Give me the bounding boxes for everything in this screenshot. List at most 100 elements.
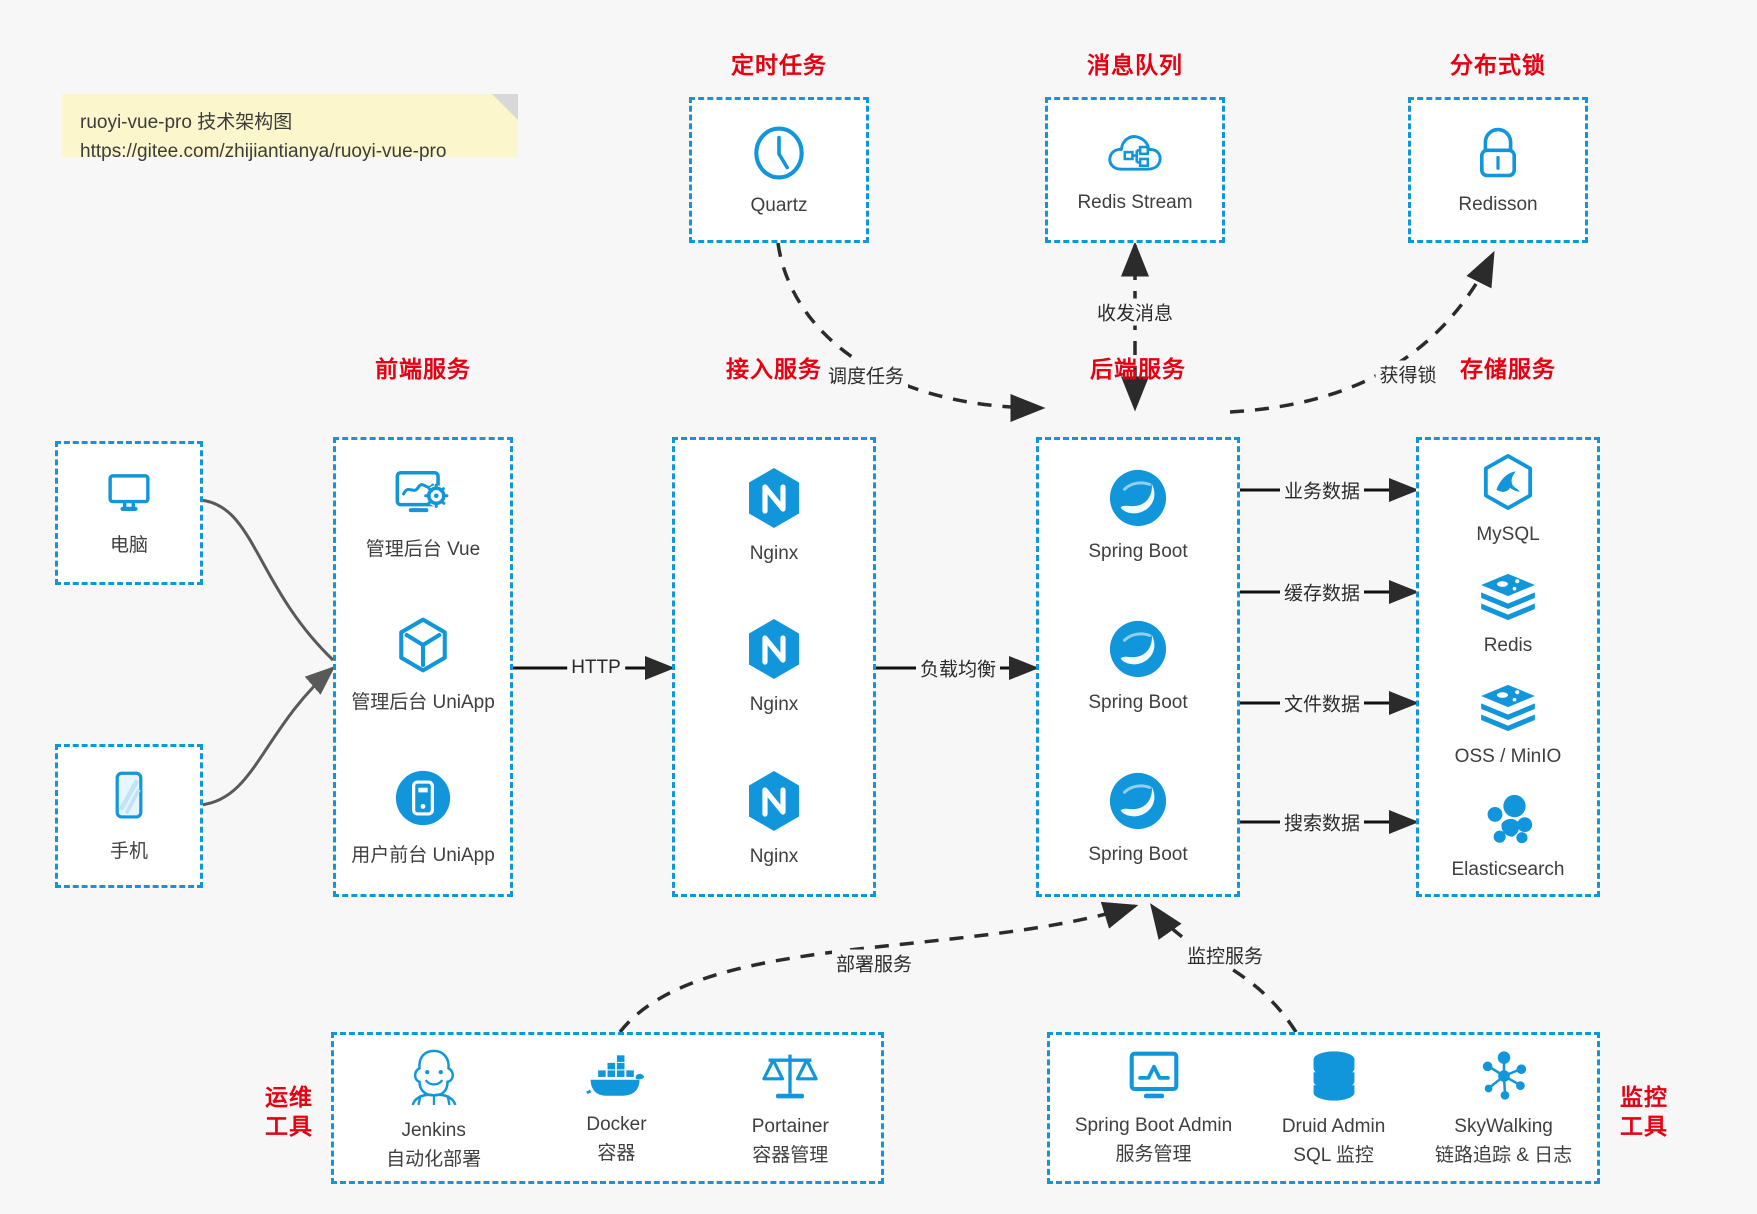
- mobile-icon: [109, 769, 149, 828]
- caption-lock: 分布式锁: [1450, 52, 1546, 78]
- node-portainer[interactable]: Portainer 容器管理: [752, 1049, 829, 1167]
- node-label: Spring Boot: [1088, 843, 1188, 865]
- node-label: 手机: [109, 841, 148, 862]
- edge-label-file-data: 文件数据: [1279, 689, 1365, 717]
- node-sublabel: 容器管理: [752, 1145, 829, 1166]
- node-label: 管理后台 UniApp: [351, 691, 495, 713]
- node-jenkins[interactable]: Jenkins 自动化部署: [386, 1045, 481, 1171]
- node-spring-boot-admin[interactable]: Spring Boot Admin 服务管理: [1075, 1050, 1232, 1166]
- desktop-icon: [103, 469, 155, 522]
- skywalking-icon: [1476, 1049, 1532, 1108]
- node-skywalking[interactable]: SkyWalking 链路追踪 & 日志: [1435, 1049, 1572, 1167]
- title-note: ruoyi-vue-pro 技术架构图 https://gitee.com/zh…: [62, 94, 518, 162]
- jenkins-icon: [405, 1045, 463, 1112]
- edge-label-monitor: 监控服务: [1182, 941, 1268, 969]
- node-sublabel: 自动化部署: [386, 1149, 482, 1170]
- dashboard-gear-icon: [392, 467, 454, 526]
- group-monitoring: Spring Boot Admin 服务管理 Druid Admin SQL 监…: [1047, 1032, 1600, 1184]
- caption-mq: 消息队列: [1087, 52, 1183, 78]
- group-scheduler: Quartz: [689, 97, 869, 243]
- node-label: SkyWalking: [1454, 1116, 1553, 1137]
- node-label: OSS / MinIO: [1454, 746, 1562, 767]
- node-label: MySQL: [1476, 524, 1540, 545]
- caption-devops: 运维 工具: [258, 1083, 320, 1141]
- cloud-stream-icon: [1106, 127, 1164, 184]
- docker-icon: [585, 1051, 647, 1106]
- group-frontend: 管理后台 Vue 管理后台 UniApp 用户前台 UniApp: [333, 437, 513, 897]
- node-label: Quartz: [750, 194, 808, 216]
- caption-monitoring-line1: 监控: [1620, 1084, 1668, 1110]
- node-elasticsearch[interactable]: Elasticsearch: [1452, 794, 1565, 881]
- node-quartz[interactable]: Quartz: [750, 124, 808, 217]
- note-line-title: ruoyi-vue-pro 技术架构图: [80, 112, 293, 133]
- group-backend: Spring Boot Spring Boot Spring Boot: [1036, 437, 1240, 897]
- cube-icon: [395, 616, 451, 679]
- note-folded-corner: [492, 94, 518, 120]
- nginx-icon: [744, 769, 804, 838]
- group-mq: Redis Stream: [1045, 97, 1225, 243]
- node-mysql[interactable]: MySQL: [1476, 453, 1540, 546]
- edge-label-get-lock: 获得锁: [1375, 360, 1441, 388]
- node-oss-minio[interactable]: OSS / MinIO: [1454, 683, 1562, 768]
- node-sublabel: 容器: [597, 1143, 636, 1164]
- edge-label-schedule: 调度任务: [823, 361, 909, 389]
- elasticsearch-icon: [1481, 794, 1535, 851]
- node-nginx-1[interactable]: Nginx: [744, 466, 804, 565]
- node-user-uniapp[interactable]: 用户前台 UniApp: [351, 769, 495, 867]
- node-label: Nginx: [749, 694, 799, 716]
- mysql-icon: [1481, 453, 1535, 516]
- node-label: Jenkins: [401, 1120, 466, 1141]
- database-icon: [1308, 1049, 1360, 1108]
- node-desktop[interactable]: 电脑: [103, 469, 155, 557]
- nginx-icon: [744, 617, 804, 686]
- caption-gateway: 接入服务: [726, 356, 822, 382]
- node-label: Spring Boot: [1088, 692, 1188, 714]
- node-druid-admin[interactable]: Druid Admin SQL 监控: [1281, 1049, 1386, 1167]
- node-spring-boot-3[interactable]: Spring Boot: [1088, 771, 1188, 866]
- node-label: Spring Boot Admin: [1074, 1115, 1233, 1136]
- node-admin-uniapp[interactable]: 管理后台 UniApp: [351, 616, 495, 714]
- node-mobile[interactable]: 手机: [109, 769, 149, 863]
- node-sublabel: 链路追踪 & 日志: [1434, 1145, 1573, 1166]
- node-label: 电脑: [109, 535, 148, 556]
- edge-label-lb: 负载均衡: [915, 654, 1001, 682]
- group-lock: Redisson: [1408, 97, 1588, 243]
- node-label: Portainer: [751, 1116, 829, 1137]
- node-nginx-2[interactable]: Nginx: [744, 617, 804, 716]
- caption-monitoring: 监控 工具: [1613, 1083, 1675, 1141]
- note-line-url: https://gitee.com/zhijiantianya/ruoyi-vu…: [80, 141, 447, 163]
- node-label: Elasticsearch: [1451, 859, 1565, 880]
- nginx-icon: [744, 466, 804, 535]
- spring-boot-icon: [1108, 619, 1168, 684]
- node-sublabel: SQL 监控: [1293, 1145, 1374, 1166]
- node-admin-vue[interactable]: 管理后台 Vue: [366, 467, 480, 561]
- node-redisson[interactable]: Redisson: [1458, 125, 1538, 216]
- spring-boot-icon: [1108, 468, 1168, 533]
- monitor-chart-icon: [1126, 1050, 1182, 1107]
- node-label: Druid Admin: [1281, 1116, 1386, 1137]
- caption-devops-line2: 工具: [265, 1112, 313, 1139]
- edge-label-http: HTTP: [567, 657, 625, 679]
- node-redis[interactable]: Redis: [1479, 572, 1537, 657]
- caption-frontend: 前端服务: [375, 356, 471, 382]
- spring-boot-icon: [1108, 771, 1168, 836]
- edge-label-mq-msg: 收发消息: [1092, 298, 1178, 326]
- node-nginx-3[interactable]: Nginx: [744, 769, 804, 868]
- node-label: Spring Boot: [1088, 541, 1188, 563]
- node-label: Redis: [1483, 635, 1533, 656]
- node-docker[interactable]: Docker 容器: [585, 1051, 647, 1165]
- caption-devops-line1: 运维: [265, 1084, 313, 1110]
- node-label: Docker: [586, 1114, 647, 1135]
- node-label: Redis Stream: [1077, 191, 1193, 213]
- group-devops: Jenkins 自动化部署 Docker 容器: [331, 1032, 884, 1184]
- group-storage: MySQL Redis: [1416, 437, 1600, 897]
- node-spring-boot-1[interactable]: Spring Boot: [1088, 468, 1188, 563]
- edge-label-biz-data: 业务数据: [1279, 476, 1365, 504]
- group-gateway: Nginx Nginx Nginx: [672, 437, 876, 897]
- node-label: 管理后台 Vue: [365, 539, 481, 561]
- node-sublabel: 服务管理: [1115, 1144, 1192, 1165]
- group-client-mobile: 手机: [55, 744, 203, 888]
- node-spring-boot-2[interactable]: Spring Boot: [1088, 619, 1188, 714]
- node-redis-stream[interactable]: Redis Stream: [1077, 127, 1193, 214]
